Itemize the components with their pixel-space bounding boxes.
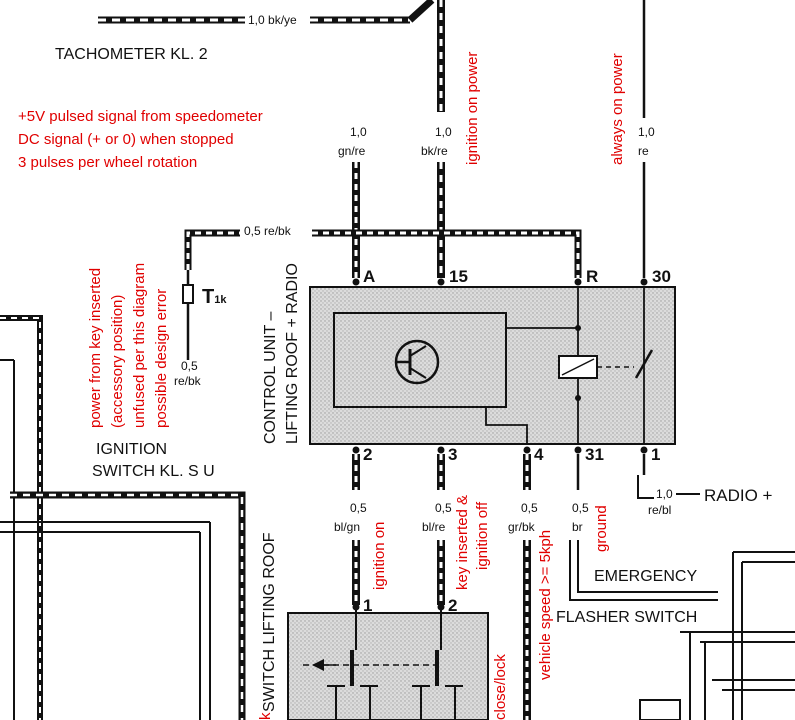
- pin-30: 30: [652, 267, 671, 286]
- pin-A: A: [363, 267, 376, 286]
- key-annotation-2: (accessory position): [109, 294, 126, 428]
- speedo-annotation-2: DC signal (+ or 0) when stopped: [18, 131, 234, 148]
- right-wires: [639, 551, 795, 720]
- left-wires: [0, 315, 246, 720]
- key-annotation-4: possible design error: [153, 288, 170, 428]
- control-unit-label-1: CONTROL UNIT –: [262, 311, 279, 444]
- speedo-annotation-3: 3 pulses per wheel rotation: [18, 154, 198, 171]
- switch-pin-2: 2: [448, 596, 458, 615]
- wire-color-A: gn/re: [338, 144, 366, 158]
- wire-label-re-bk-top: 0,5 re/bk: [244, 225, 291, 237]
- vehicle-speed-annotation: vehicle speed >= 5kph: [537, 529, 554, 680]
- pin-4: 4: [534, 445, 544, 464]
- key-annotation-3: unfused per this diagram: [131, 262, 148, 428]
- speedo-annotation-1: +5V pulsed signal from speedometer: [18, 108, 263, 125]
- wire-size: 0,5: [244, 224, 261, 238]
- flasher-switch-label: FLASHER SWITCH: [556, 609, 698, 626]
- ignition-on-power-annotation: ignition on power: [464, 51, 481, 165]
- key-inserted-annotation-1: key inserted &: [454, 494, 471, 590]
- key-inserted-annotation-2: ignition off: [474, 501, 491, 570]
- wire-color-30: re: [638, 144, 649, 158]
- always-on-power-annotation: always on power: [609, 53, 626, 165]
- pin-R: R: [586, 267, 599, 286]
- switch-pin-1: 1: [363, 596, 373, 615]
- wire-color-re-bk-left: re/bk: [174, 374, 201, 388]
- ignition-switch-label-1: IGNITION: [96, 441, 168, 458]
- close-lock-annotation: close/lock: [492, 654, 509, 720]
- wire-size-4: 0,5: [521, 501, 538, 515]
- ground-annotation: ground: [593, 505, 610, 552]
- control-unit-box: [309, 286, 676, 445]
- key-annotation-1: power from key inserted: [87, 267, 104, 428]
- wire-size-re-bk-left: 0,5: [181, 359, 198, 373]
- pin-3: 3: [448, 445, 458, 464]
- wire-size-15: 1,0: [435, 125, 452, 139]
- lifting-roof-switch-box: [287, 603, 489, 720]
- wire-size-31: 0,5: [572, 501, 589, 515]
- wire-color-15: bk/re: [421, 144, 448, 158]
- wire-size-1: 1,0: [656, 487, 673, 501]
- t1k-subscript: 1k: [214, 294, 227, 306]
- wire-size: 1,0: [248, 13, 265, 27]
- pin-terminals: [352, 278, 648, 454]
- wire-size-2: 0,5: [350, 501, 367, 515]
- radio-label: RADIO +: [704, 486, 773, 505]
- wire-size-A: 1,0: [350, 125, 367, 139]
- t1k-label: T1k: [202, 287, 226, 307]
- emergency-label: EMERGENCY: [594, 568, 698, 585]
- wire-bk-ye: [98, 0, 435, 24]
- wire-size-30: 1,0: [638, 125, 655, 139]
- t1k-letter: T: [202, 286, 215, 308]
- wire-color-3: bl/re: [422, 520, 446, 534]
- wire-color-2: bl/gn: [334, 520, 361, 534]
- pin-31: 31: [585, 445, 604, 464]
- pin-15: 15: [449, 267, 468, 286]
- wire-color-31: br: [572, 520, 583, 534]
- connector-t1k: [182, 270, 194, 312]
- pin-2: 2: [363, 445, 373, 464]
- lower-wires: [352, 454, 718, 720]
- wire-re-bk: [184, 229, 582, 360]
- left-cut-annotation: k: [257, 712, 274, 720]
- wire-label-bk-ye: 1,0 bk/ye: [248, 14, 297, 26]
- pin-1: 1: [651, 445, 661, 464]
- control-unit-label-2: LIFTING ROOF + RADIO: [284, 263, 301, 444]
- wire-color-1: re/bl: [648, 503, 672, 517]
- wire-color: bk/ye: [268, 13, 297, 27]
- ignition-on-annotation: ignition on: [371, 521, 388, 590]
- wire-color-4: gr/bk: [508, 520, 535, 534]
- wire-size-3: 0,5: [435, 501, 452, 515]
- wire-color: re/bk: [264, 224, 291, 238]
- lifting-roof-switch-label: SWITCH LIFTING ROOF: [261, 532, 278, 712]
- ignition-switch-label-2: SWITCH KL. S U: [92, 463, 215, 480]
- tachometer-label: TACHOMETER KL. 2: [55, 46, 208, 63]
